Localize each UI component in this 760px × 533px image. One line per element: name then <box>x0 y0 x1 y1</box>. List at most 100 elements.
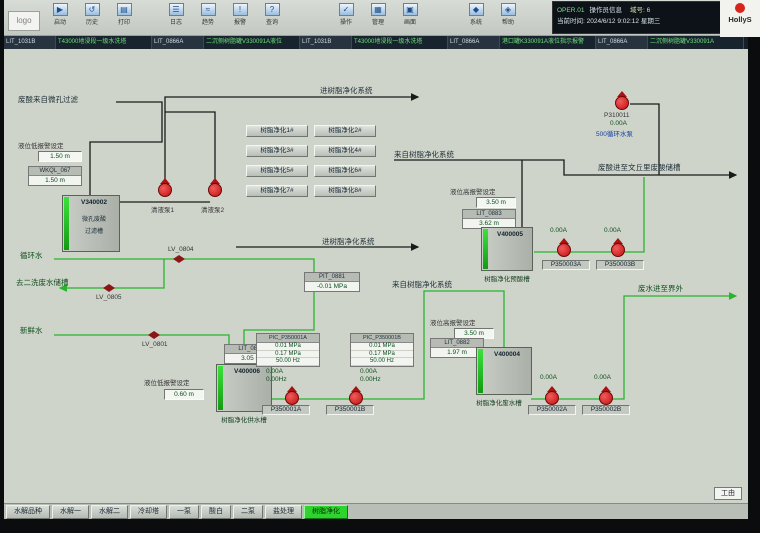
alarm-tab-9[interactable]: 二沉侧树脂罐V330091A <box>648 36 744 49</box>
pump-p310011-name: 500循环水泵 <box>596 131 633 138</box>
valve-lv0805[interactable] <box>103 284 115 293</box>
alarm-tab-1[interactable]: T43000地浸段一级水洗塔 <box>56 36 152 49</box>
alarm-tab-7[interactable]: 港口罐K330091A液位指示报警 <box>500 36 596 49</box>
alarm-tab-5[interactable]: T43000地浸段一级水洗塔 <box>352 36 448 49</box>
toolbar-button-operate[interactable]: ✓操作 <box>334 3 358 26</box>
tank-name-line1: 微孔废酸 <box>81 217 106 223</box>
pump-icon <box>160 178 170 184</box>
nav-tab-shuijie-1[interactable]: 水解一 <box>52 505 89 519</box>
pic-p350001a-faceplate[interactable]: PIC_P350001A 0.01 MPa 0.17 MPa 50.00 Hz <box>256 333 320 367</box>
toolbar-button-log[interactable]: ☰日志 <box>164 3 188 26</box>
valve-icon <box>154 331 160 339</box>
pump-p350003a-amp: 0.00A <box>550 227 567 234</box>
toolbar-button-label: 操作 <box>339 20 352 26</box>
toolbar-group-2: ☰日志 ≈趋势 !报警 ?查询 <box>164 3 284 26</box>
wkql067-indicator[interactable]: WKQL_067 1.50 m <box>28 166 82 186</box>
toolbar-button-history[interactable]: ↺历史 <box>80 3 104 26</box>
resin-unit-6-button[interactable]: 树脂净化6# <box>314 165 376 177</box>
label-waste-to-outside: 废水进至界外 <box>638 284 683 293</box>
resin-unit-3-button[interactable]: 树脂净化3# <box>246 145 308 157</box>
pump-p350001b-plate[interactable]: P350001B <box>326 405 374 415</box>
valve-icon <box>103 284 109 292</box>
logo-box: logo <box>8 11 40 31</box>
corner-button[interactable]: 工由 <box>714 487 742 500</box>
low-level-setpoint-1[interactable]: 1.50 m <box>38 151 82 162</box>
pump-p350003a[interactable] <box>556 238 572 259</box>
pump-p350003b-plate[interactable]: P350003B <box>596 260 644 270</box>
toolbar-group-3: ✓操作 ▦管理 ▣画面 <box>334 3 422 26</box>
pump-p350002a[interactable] <box>544 386 560 407</box>
toolbar-button-label: 打印 <box>117 20 130 26</box>
alarm-tab-4[interactable]: LIT_1031B <box>300 36 352 49</box>
pump-p350001a-plate[interactable]: P350001A <box>262 405 310 415</box>
resin-unit-8-button[interactable]: 树脂净化8# <box>314 185 376 197</box>
toolbar-button-label: 报警 <box>233 20 246 26</box>
pump-p350001a[interactable] <box>284 386 300 407</box>
pump-p350002a-plate[interactable]: P350002A <box>528 405 576 415</box>
nav-tab-erbeng[interactable]: 二泵 <box>233 505 263 519</box>
valve-icon <box>179 255 185 263</box>
toolbar-button-help[interactable]: ◈ 帮助 <box>496 3 520 26</box>
pic-p350001b-faceplate[interactable]: PIC_P350001B 0.01 MPa 0.17 MPa 50.00 Hz <box>350 333 414 367</box>
resin-unit-7-button[interactable]: 树脂净化7# <box>246 185 308 197</box>
help-icon: ◈ <box>500 3 516 16</box>
pump-p350001b[interactable] <box>348 386 364 407</box>
pit0881-indicator[interactable]: PIT_0881 -0.01 MPa <box>304 272 360 292</box>
pump-p350003b[interactable] <box>610 238 626 259</box>
pump-p350002b[interactable] <box>598 386 614 407</box>
pump-qingye-2[interactable] <box>207 178 223 199</box>
time-label: 当前时间: <box>557 18 585 26</box>
alarm-tab-6[interactable]: LIT_0866A <box>448 36 500 49</box>
toolbar-button-print[interactable]: ▤打印 <box>112 3 136 26</box>
toolbar-group-4: ◆系统 ◈ 帮助 <box>464 3 520 26</box>
level-bar <box>64 197 69 250</box>
alarm-tab-3[interactable]: 二沉侧树脂罐V330091A液位 <box>204 36 300 49</box>
toolbar-button-query[interactable]: ?查询 <box>260 3 284 26</box>
nav-tab-yibeng[interactable]: 一泵 <box>169 505 199 519</box>
nav-tab-shuijie-pinzhong[interactable]: 水解品种 <box>6 505 50 519</box>
resin-unit-1-button[interactable]: 树脂净化1# <box>246 125 308 137</box>
high-level-setpoint-1[interactable]: 3.50 m <box>476 197 516 208</box>
pump-p350002b-plate[interactable]: P350002B <box>582 405 630 415</box>
pump-icon <box>601 386 611 392</box>
nav-tab-suanbai[interactable]: 酸白 <box>201 505 231 519</box>
toolbar-button-system[interactable]: ◆系统 <box>464 3 488 26</box>
start-icon: ▶ <box>52 3 68 16</box>
low-level-setpoint-2[interactable]: 0.60 m <box>164 389 204 400</box>
bottom-nav-bar: 水解品种 水解一 水解二 冷却塔 一泵 酸白 二泵 盐处理 树脂净化 <box>4 503 748 519</box>
alarm-tab-0[interactable]: LIT_1031B <box>4 36 56 49</box>
tank-v400006: V400006 <box>216 364 272 412</box>
tag-label: PIC_P350001A <box>257 334 319 343</box>
manage-icon: ▦ <box>370 3 386 16</box>
toolbar-button-manage[interactable]: ▦管理 <box>366 3 390 26</box>
tank-v400004-name: 树脂净化废水槽 <box>476 400 522 407</box>
valve-lv0804[interactable] <box>173 255 185 264</box>
valve-lv0801[interactable] <box>148 331 160 340</box>
nav-tab-lengqueta[interactable]: 冷却塔 <box>130 505 167 519</box>
tag-value: 3.05 m <box>225 354 277 363</box>
toolbar-button-start[interactable]: ▶启动 <box>48 3 72 26</box>
toolbar-button-trend[interactable]: ≈趋势 <box>196 3 220 26</box>
level-bar <box>483 229 488 269</box>
toolbar-button-label: 帮助 <box>501 20 514 26</box>
operator-info-text: 操作员信息 <box>589 7 622 14</box>
label-from-resin-system-1: 来自树脂净化系统 <box>394 150 454 159</box>
resin-unit-5-button[interactable]: 树脂净化5# <box>246 165 308 177</box>
toolbar-button-screen[interactable]: ▣画面 <box>398 3 422 26</box>
lit0883-indicator[interactable]: LIT_0883 3.62 m <box>462 209 516 229</box>
pump-qingye-1[interactable] <box>157 178 173 199</box>
resin-unit-2-button[interactable]: 树脂净化2# <box>314 125 376 137</box>
toolbar-button-alarm[interactable]: !报警 <box>228 3 252 26</box>
alarm-tab-2[interactable]: LIT_0866A <box>152 36 204 49</box>
trend-icon: ≈ <box>200 3 216 16</box>
pump-p310011[interactable] <box>614 91 630 112</box>
pump-p350003a-plate[interactable]: P350003A <box>542 260 590 270</box>
station-id: OPER.01 <box>557 7 585 14</box>
nav-tab-yanchuli[interactable]: 盐处理 <box>265 505 302 519</box>
nav-tab-shuijie-2[interactable]: 水解二 <box>91 505 128 519</box>
nav-tab-shuzhijinghua-active[interactable]: 树脂净化 <box>304 505 348 519</box>
alarm-tab-8[interactable]: LIT_0866A <box>596 36 648 49</box>
level-bar <box>478 349 483 393</box>
resin-unit-4-button[interactable]: 树脂净化4# <box>314 145 376 157</box>
